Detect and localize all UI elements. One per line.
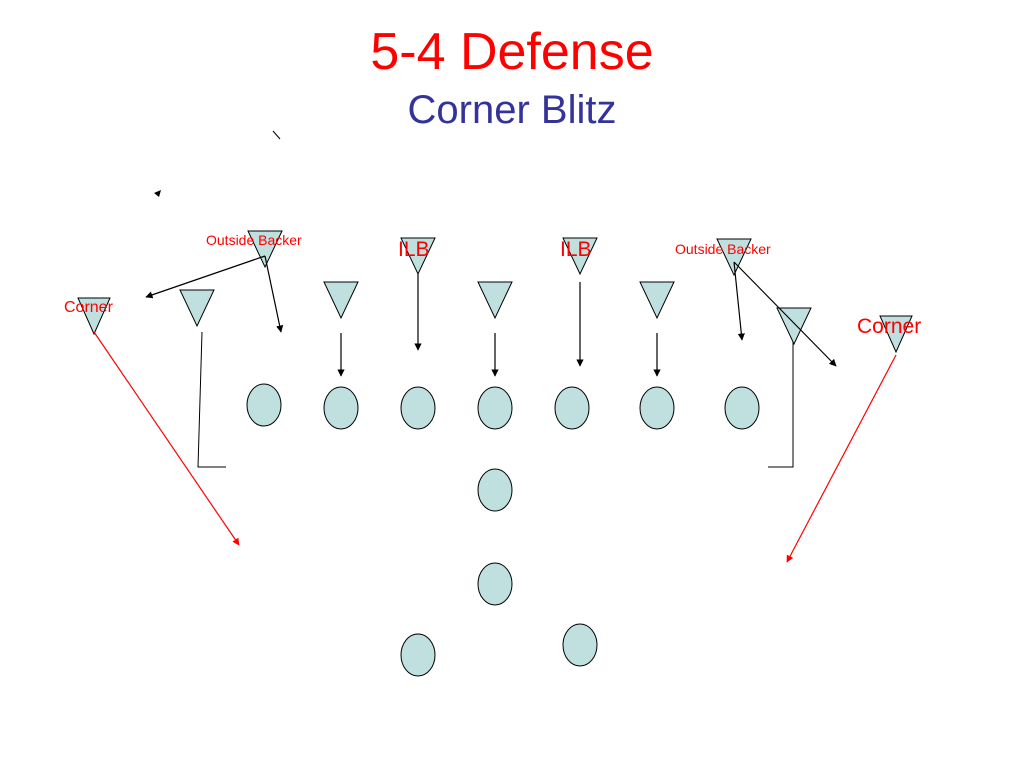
outside-backer-left-route-wide [145, 255, 266, 299]
corner-left-blitz-route [93, 331, 240, 546]
defense [77, 230, 913, 354]
oval-icon [477, 386, 513, 430]
triangle-icon [639, 281, 675, 320]
triangle-icon [77, 297, 111, 336]
outside-backer-right-route-wide [733, 261, 837, 367]
triangle-icon [323, 281, 359, 320]
oval-icon [323, 386, 359, 430]
oval-icon [246, 383, 282, 427]
triangle-icon [716, 238, 752, 277]
triangle-icon [879, 315, 913, 354]
triangle-icon [247, 230, 283, 269]
outside-backer-left-label: Outside Backer [206, 232, 302, 248]
oval-icon [400, 633, 436, 677]
stray-arrowhead [154, 190, 161, 197]
outside-backer-right-label: Outside Backer [675, 241, 771, 257]
offense-backfield [400, 468, 598, 677]
left-receiver-bracket [197, 331, 226, 468]
triangle-icon [776, 307, 812, 346]
right-receiver-bracket [768, 342, 794, 468]
oval-icon [562, 623, 598, 667]
oval-icon [400, 386, 436, 430]
corner-right-label: Corner [857, 315, 922, 338]
oval-icon [477, 562, 513, 606]
oval-icon [554, 386, 590, 430]
ilb-right-label: ILB [560, 238, 592, 261]
blitz-routes [93, 331, 897, 563]
offense-line [246, 383, 760, 430]
triangle-icon [179, 289, 215, 328]
routes [145, 255, 837, 377]
oval-icon [724, 386, 760, 430]
corner-left-label: Corner [64, 299, 113, 316]
oval-icon [639, 386, 675, 430]
corner-right-blitz-route [786, 354, 897, 563]
triangle-icon [562, 237, 598, 276]
triangle-icon [477, 281, 513, 320]
slide-subtitle: Corner Blitz [407, 88, 617, 132]
stray-mark [272, 130, 281, 140]
slide-title: 5-4 Defense [370, 23, 654, 81]
triangle-icon [400, 237, 436, 276]
outside-backer-right-route-rush [733, 261, 745, 341]
ilb-left-label: ILB [398, 238, 430, 261]
oval-icon [477, 468, 513, 512]
outside-backer-left-route-rush [264, 255, 284, 333]
